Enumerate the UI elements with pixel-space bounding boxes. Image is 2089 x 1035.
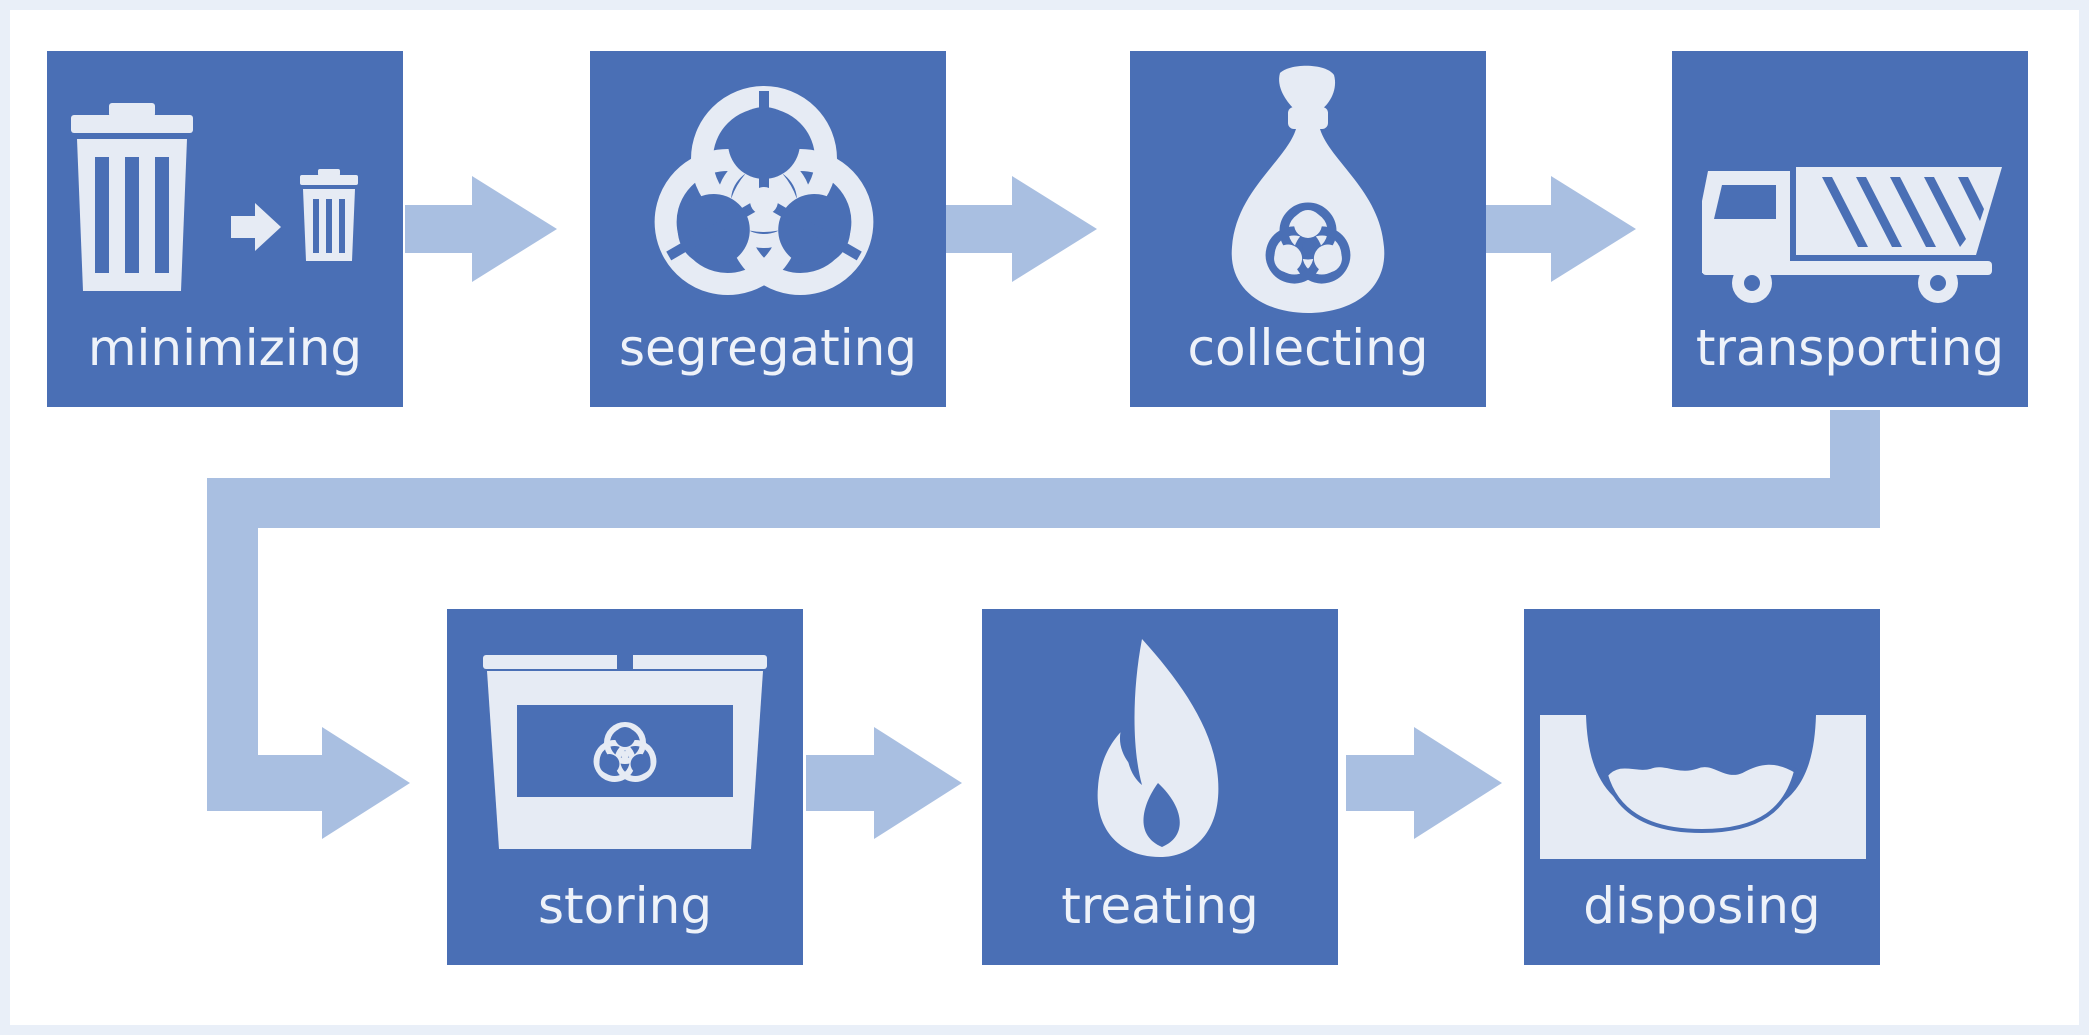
step-storing: storing [447,609,803,965]
biohazard-container-icon [483,655,767,849]
step-label: transporting [1695,319,2005,377]
step-segregating: segregating [590,51,946,407]
biohazard-icon [654,86,874,295]
step-label: collecting [1187,319,1429,377]
flame-icon [1097,639,1219,857]
step-label: disposing [1583,877,1821,935]
step-label: minimizing [87,319,363,377]
arrow-minimizing-to-segregating [405,176,557,282]
arrow-treating-to-disposing [1346,727,1502,839]
arrow-segregating-to-collecting [945,176,1097,282]
arrow-transporting-to-storing [207,410,1880,839]
arrow-storing-to-treating [806,727,962,839]
step-treating: treating [982,609,1338,965]
step-disposing: disposing [1524,609,1880,965]
step-minimizing: minimizing [47,51,403,407]
step-transporting: transporting [1672,51,2028,407]
step-label: segregating [618,319,918,377]
trash-can-reduce-icon [71,103,358,291]
biohazard-bag-icon [1231,65,1385,313]
arrow-collecting-to-transporting [1484,176,1636,282]
step-collecting: collecting [1130,51,1486,407]
dump-truck-icon [1702,167,2002,303]
step-label: storing [537,877,713,935]
landfill-pit-icon [1540,715,1866,859]
step-label: treating [1061,877,1259,935]
